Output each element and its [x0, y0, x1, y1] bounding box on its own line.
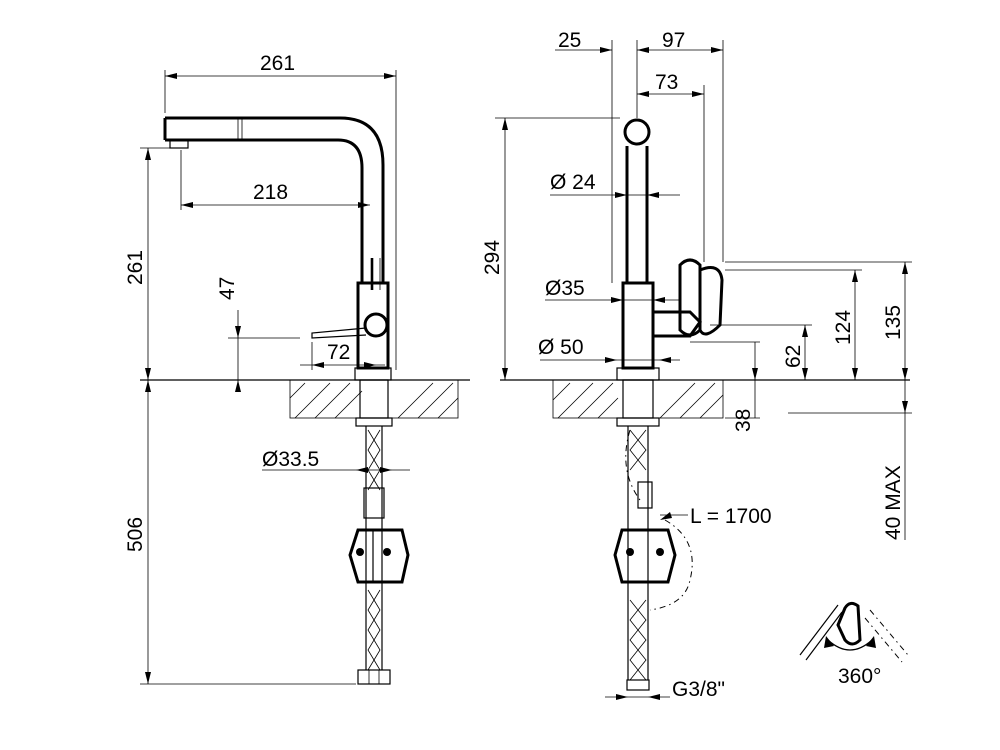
- dim-spout-diameter: Ø 24: [550, 171, 596, 194]
- dim-total-height: 294: [481, 240, 504, 275]
- thread-size: G3/8": [672, 678, 725, 701]
- side-spout: [163, 116, 385, 283]
- side-underdeck: [348, 379, 410, 685]
- dim-hose-diameter: Ø33.5: [262, 448, 319, 471]
- side-body: [311, 258, 392, 381]
- dim-body-diameter: Ø35: [545, 277, 585, 300]
- dim-below-deck: 506: [124, 517, 147, 552]
- dim-lever-height: 47: [216, 277, 239, 300]
- front-dimensions: [495, 40, 912, 700]
- dim-width-total: 261: [260, 52, 295, 75]
- dim-lever-high: 135: [882, 305, 905, 340]
- dim-height: 261: [124, 250, 147, 285]
- dim-lever-offset: 72: [327, 341, 350, 364]
- hose-length: L = 1700: [690, 505, 772, 528]
- dim-73: 73: [655, 71, 678, 94]
- dim-deck: 38: [732, 409, 755, 432]
- side-countertop: [289, 379, 459, 419]
- dim-spout-reach: 218: [253, 181, 288, 204]
- front-countertop: [552, 379, 724, 419]
- front-underdeck: [613, 379, 693, 691]
- rotation-label: 360°: [838, 665, 881, 688]
- dim-deck-max: 40 MAX: [882, 465, 905, 540]
- dim-lever-mid: 124: [832, 310, 855, 345]
- side-view: 261 218 261 47 72 Ø33.5 506: [124, 52, 470, 685]
- front-body: [616, 118, 724, 381]
- front-view: 25 97 73 294 Ø 24 Ø35 Ø 50 62 124 135 38…: [481, 29, 912, 701]
- rotation-icon: 360°: [799, 601, 909, 688]
- side-dimensions: [140, 70, 410, 685]
- dim-top-left: 25: [558, 29, 581, 52]
- dim-base-diameter: Ø 50: [538, 336, 584, 359]
- dim-lever-low: 62: [782, 345, 805, 368]
- dim-top-right: 97: [662, 29, 685, 52]
